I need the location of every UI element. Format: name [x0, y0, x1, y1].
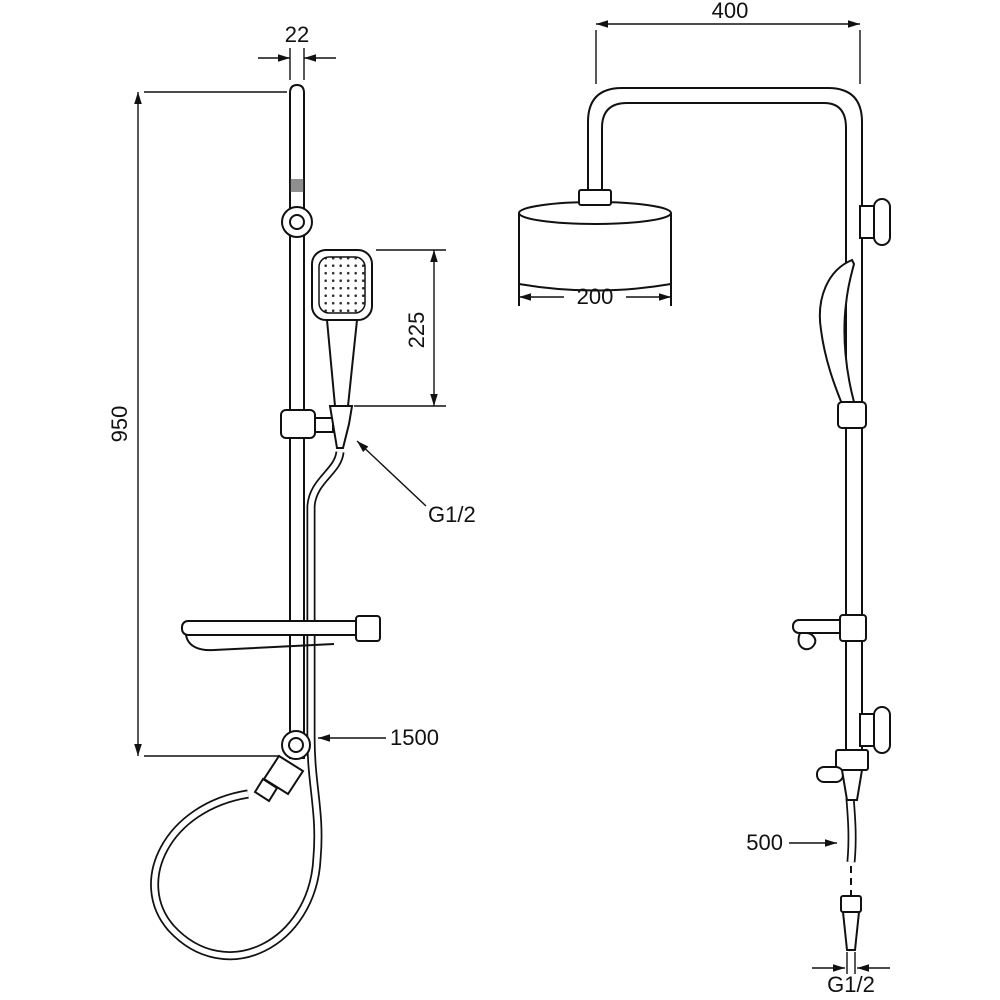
handset-thread-nut: [328, 405, 354, 449]
dim-thread-bottom: G1/2: [812, 952, 890, 997]
shower-arm-inner: [601, 102, 847, 753]
fitting-nut: [840, 895, 862, 913]
dim-handset-length: 225: [354, 249, 446, 407]
dim-head-diameter-label: 200: [577, 284, 614, 309]
dim-outlet-height-label: 500: [746, 830, 783, 855]
diverter-nut: [835, 749, 869, 771]
diverter-lever: [816, 766, 844, 783]
soap-shelf-clip: [355, 615, 381, 642]
lower-wall-bracket-screw: [288, 737, 304, 753]
hose-elbow-nut: [262, 754, 305, 796]
hand-shower-spray-face: [318, 256, 366, 314]
lower-bracket-plate-side: [873, 706, 891, 754]
hand-shower-handle-front: [325, 319, 359, 407]
soap-shelf-lip: [185, 634, 335, 652]
shower-arm-outer: [587, 87, 863, 753]
dim-arm-reach-label: 400: [712, 0, 749, 23]
soap-shelf-hook-side: [797, 632, 817, 651]
fitting-cone: [841, 911, 861, 951]
handset-holder-side: [837, 401, 867, 429]
side-view: 400 200 500 G1/2: [518, 0, 891, 997]
soap-shelf-clip-side: [839, 614, 867, 642]
soap-shelf-front: [181, 620, 375, 636]
upper-wall-bracket-screw: [289, 214, 305, 230]
label-thread-front: G1/2: [356, 440, 476, 527]
front-view: 22 950 225 G1/2 1500: [107, 22, 476, 961]
rain-head-bottom: [518, 283, 672, 292]
dim-head-diameter: 200: [519, 284, 671, 309]
slider-clamp: [280, 409, 316, 439]
shower-hose-inner: [152, 451, 343, 959]
label-thread-front-text: G1/2: [428, 502, 476, 527]
hand-shower-side: [819, 258, 856, 406]
hose-elbow-spout: [253, 777, 279, 803]
upper-bracket-plate-side: [873, 198, 891, 246]
rain-head-nut: [578, 189, 612, 206]
dim-rail-diameter-label: 22: [285, 22, 309, 47]
dim-outlet-height: 500: [746, 830, 837, 855]
dim-rail-height: 950: [107, 91, 287, 757]
outlet-hose-inner: [847, 797, 855, 863]
dim-rail-diameter: 22: [258, 22, 336, 80]
dim-hose-length: 1500: [318, 725, 439, 750]
rail-sleeve: [290, 179, 304, 192]
diverter-body: [840, 769, 864, 801]
dim-arm-reach: 400: [595, 0, 861, 84]
dim-rail-height-label: 950: [107, 406, 132, 443]
dim-handset-length-label: 225: [404, 312, 429, 349]
dim-thread-bottom-label: G1/2: [827, 972, 875, 997]
dim-hose-length-label: 1500: [390, 725, 439, 750]
